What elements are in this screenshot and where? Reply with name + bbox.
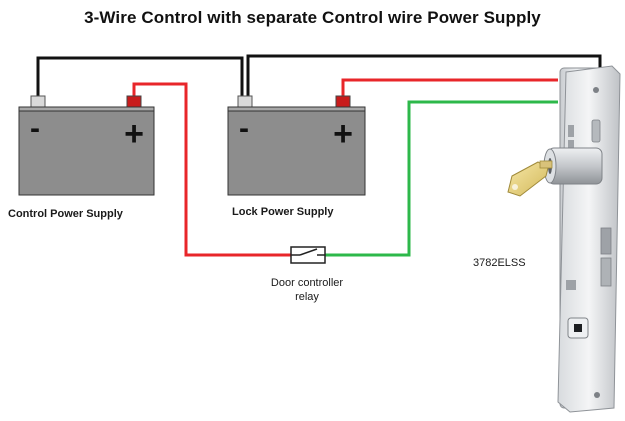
green-wire xyxy=(325,100,558,257)
lock-battery-body xyxy=(227,110,366,196)
lock-battery-plus: + xyxy=(333,115,353,153)
control-battery-pos-terminal xyxy=(126,95,142,108)
diagram-title: 3-Wire Control with separate Control wir… xyxy=(84,8,541,27)
lock-power-supply-label: Lock Power Supply xyxy=(232,206,334,218)
lock-battery-pos-terminal xyxy=(335,95,351,108)
black-wire xyxy=(36,56,244,97)
red-wire-control xyxy=(132,82,291,257)
control-battery: - + xyxy=(18,95,155,196)
lock-model-label: 3782ELSS xyxy=(473,257,526,269)
lock-battery-minus: - xyxy=(239,112,249,145)
relay-label-line1: Door controller xyxy=(270,277,344,289)
lock-battery-neg-terminal xyxy=(237,95,253,108)
lock-battery: - + xyxy=(227,95,366,196)
control-battery-neg-terminal xyxy=(30,95,46,108)
control-power-supply-label: Control Power Supply xyxy=(8,208,123,220)
black-wire-lock xyxy=(246,54,602,97)
relay-symbol xyxy=(290,246,326,264)
control-battery-plus: + xyxy=(124,115,144,153)
relay-label-line2: relay xyxy=(295,291,319,303)
key-icon xyxy=(507,160,553,197)
red-wire-lock xyxy=(341,78,558,96)
control-battery-body xyxy=(18,110,155,196)
relay-label: Door controller relay xyxy=(252,276,362,304)
lock-device xyxy=(507,65,621,413)
control-battery-minus: - xyxy=(30,112,40,145)
